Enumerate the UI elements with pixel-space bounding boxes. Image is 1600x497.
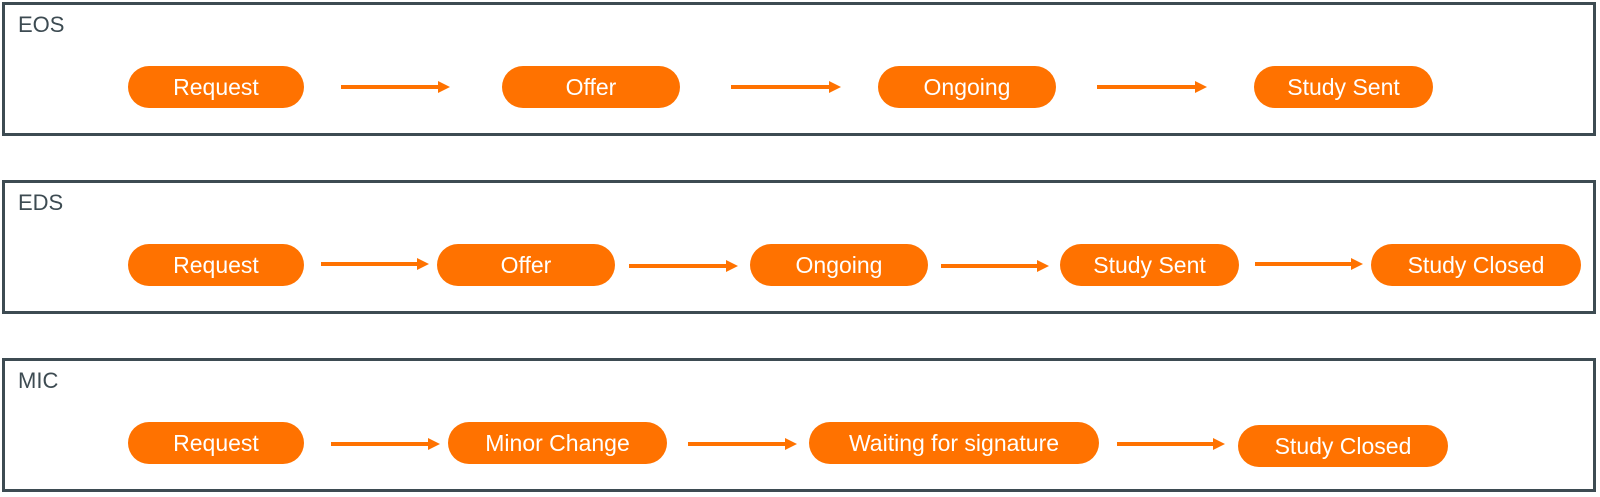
step-waiting-for-signature: Waiting for signature <box>809 422 1099 464</box>
step-offer: Offer <box>502 66 680 108</box>
arrow-right-icon <box>1117 438 1225 450</box>
workflow-panel-eos: EOS Request Offer Ongoing Study Sent <box>2 2 1596 136</box>
arrow-right-icon <box>731 81 841 93</box>
arrow-right-icon <box>941 260 1049 272</box>
step-study-closed: Study Closed <box>1371 244 1581 286</box>
step-study-sent: Study Sent <box>1060 244 1239 286</box>
step-study-sent: Study Sent <box>1254 66 1433 108</box>
arrow-right-icon <box>1255 258 1363 270</box>
step-offer: Offer <box>437 244 615 286</box>
arrow-right-icon <box>629 260 738 272</box>
workflow-label: EDS <box>18 190 64 215</box>
step-ongoing: Ongoing <box>878 66 1056 108</box>
step-request: Request <box>128 422 304 464</box>
step-ongoing: Ongoing <box>750 244 928 286</box>
workflow-panel-eds: EDS Request Offer Ongoing Study Sent Stu… <box>2 180 1596 314</box>
step-minor-change: Minor Change <box>448 422 667 464</box>
workflow-label: EOS <box>18 12 65 37</box>
step-study-closed: Study Closed <box>1238 425 1448 467</box>
step-request: Request <box>128 66 304 108</box>
workflow-panel-mic: MIC Request Minor Change Waiting for sig… <box>2 358 1596 492</box>
step-request: Request <box>128 244 304 286</box>
arrow-right-icon <box>331 438 440 450</box>
arrow-right-icon <box>1097 81 1207 93</box>
arrow-right-icon <box>341 81 450 93</box>
arrow-right-icon <box>321 258 429 270</box>
arrow-right-icon <box>688 438 797 450</box>
workflow-label: MIC <box>18 368 59 393</box>
